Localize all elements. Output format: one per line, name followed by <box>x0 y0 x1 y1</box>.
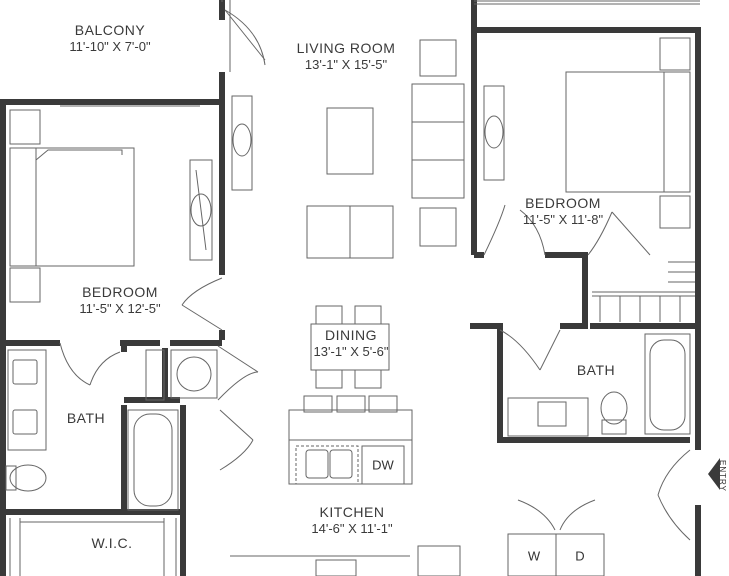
living-room-label: LIVING ROOM 13'-1" X 15'-5" <box>297 40 396 73</box>
right-closet <box>592 261 695 322</box>
kitchen-name: KITCHEN <box>319 504 385 520</box>
dishwasher-label: DW <box>372 457 394 473</box>
kitchen-dims: 14'-6" X 11'-1" <box>311 521 393 536</box>
laundry-closet <box>145 349 218 401</box>
living-room-dims: 13'-1" X 15'-5" <box>304 57 388 72</box>
wic-name: W.I.C. <box>91 535 133 551</box>
balcony-label: BALCONY 11'-10" X 7'-0" <box>69 22 150 55</box>
bedroom-right-name: BEDROOM <box>525 195 601 211</box>
kitchen-label: KITCHEN 14'-6" X 11'-1" <box>311 504 392 537</box>
bath-left-label: BATH <box>67 410 105 427</box>
left-bedroom-furniture <box>9 109 213 303</box>
bath-left-name: BATH <box>66 410 106 426</box>
right-bath-fixtures <box>507 333 691 437</box>
entry-arrow-icon <box>708 458 720 490</box>
kitchen-island <box>288 395 413 485</box>
entry-label: ENTRY <box>718 460 727 492</box>
washer-label: W <box>527 548 541 564</box>
bedroom-right-label: BEDROOM 11'-5" X 11'-8" <box>523 195 603 228</box>
right-bedroom-furniture <box>483 37 691 229</box>
balcony-dims: 11'-10" X 7'-0" <box>69 39 151 54</box>
kitchen-counters <box>230 533 605 576</box>
bath-right-label: BATH <box>577 362 615 379</box>
wic-label: W.I.C. <box>91 535 132 552</box>
bedroom-right-dims: 11'-5" X 11'-8" <box>522 212 604 227</box>
windows <box>60 0 700 107</box>
dining-label: DINING 13'-1" X 5'-6" <box>314 327 389 360</box>
bedroom-left-dims: 11'-5" X 12'-5" <box>79 301 161 316</box>
living-room-name: LIVING ROOM <box>296 40 396 56</box>
left-bath-fixtures <box>5 349 179 511</box>
dining-furniture <box>310 305 390 389</box>
dryer-label: D <box>575 548 585 564</box>
living-room-furniture <box>231 39 465 259</box>
bath-right-name: BATH <box>576 362 616 378</box>
dining-name: DINING <box>325 327 377 343</box>
wic-shelves <box>9 518 177 576</box>
door-swings <box>59 9 691 541</box>
walls <box>0 0 701 576</box>
bedroom-left-label: BEDROOM 11'-5" X 12'-5" <box>79 284 160 317</box>
balcony-name: BALCONY <box>74 22 146 38</box>
bedroom-left-name: BEDROOM <box>82 284 158 300</box>
dining-dims: 13'-1" X 5'-6" <box>313 344 389 359</box>
